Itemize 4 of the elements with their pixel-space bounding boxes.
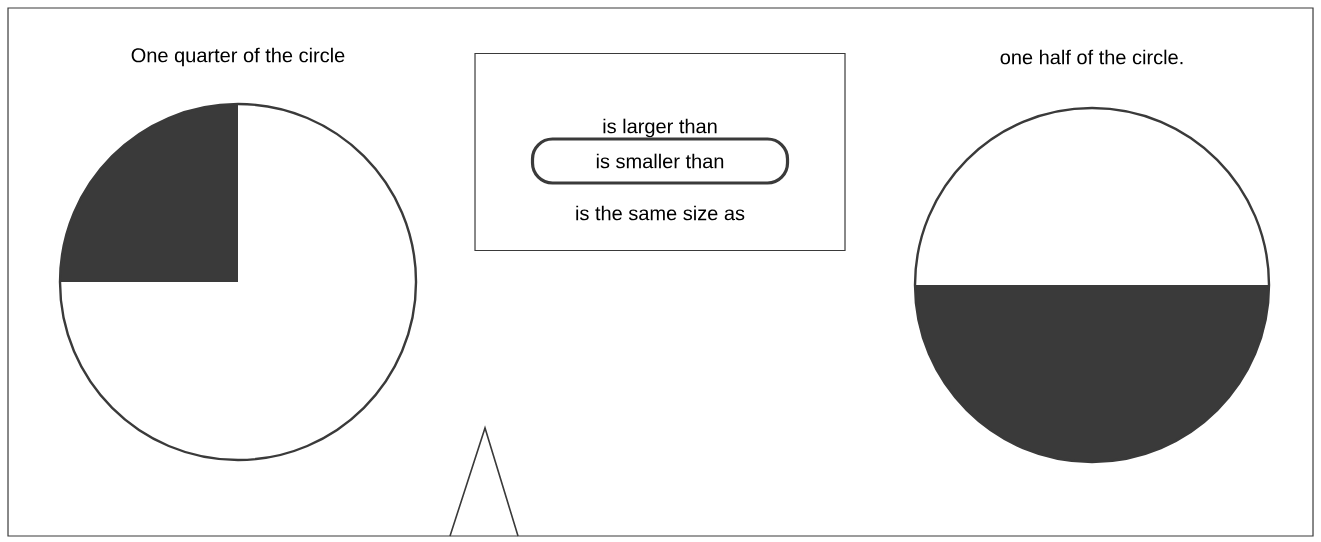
half-circle-drawing: one half of the circle. xyxy=(913,49,1271,464)
quarter-circle-drawing: One quarter of the circle xyxy=(58,47,418,462)
node-label: One quarter of the circle xyxy=(131,47,345,67)
node-label: one half of the circle. xyxy=(1000,49,1183,65)
